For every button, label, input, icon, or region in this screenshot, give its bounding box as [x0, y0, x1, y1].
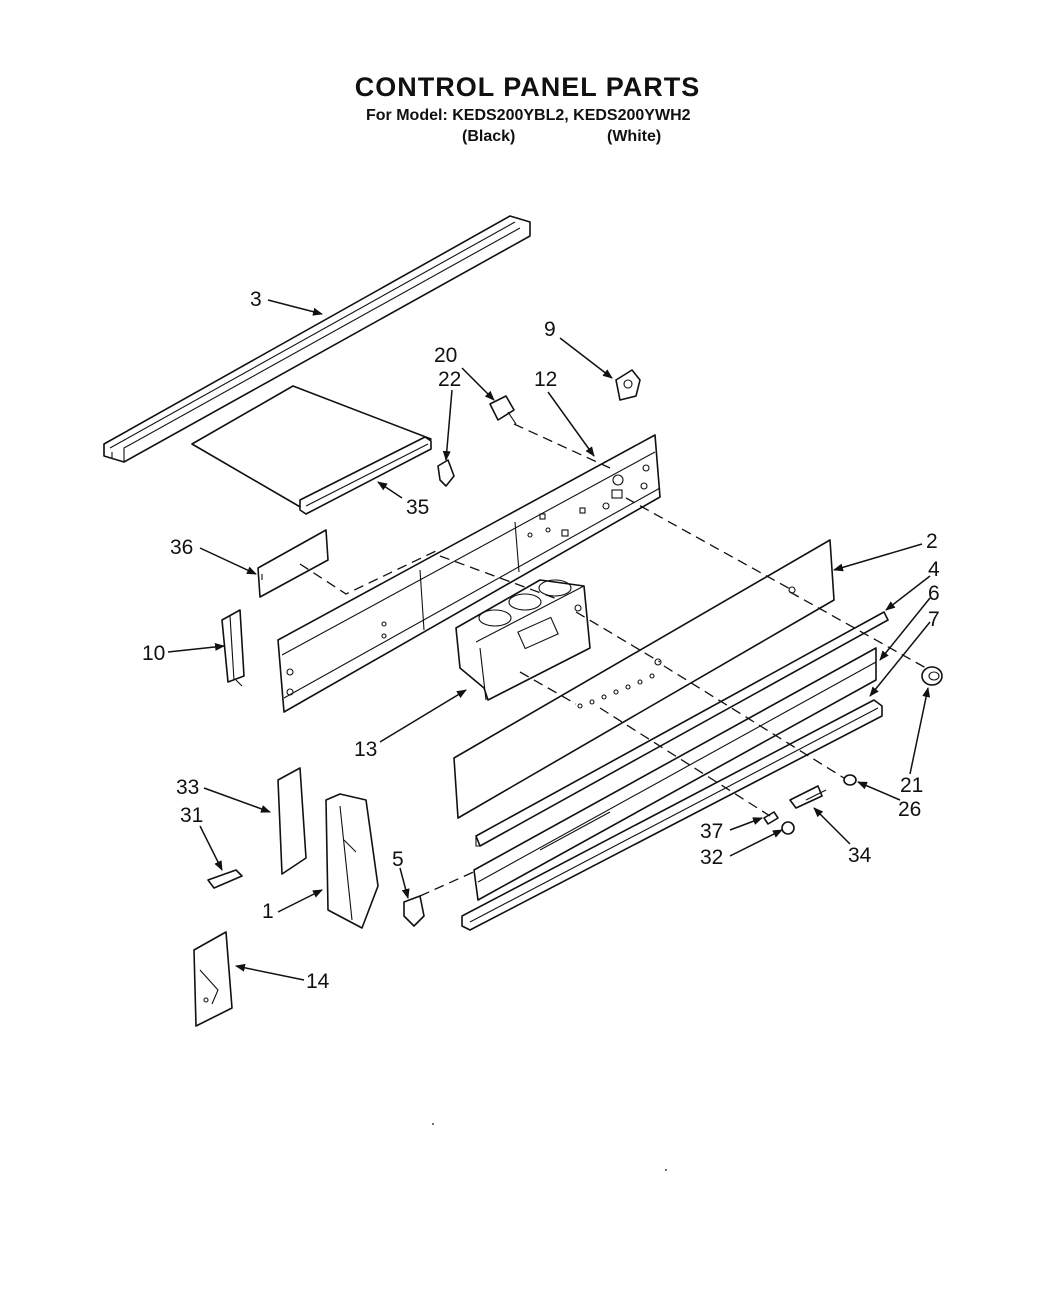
scan-specks — [432, 1123, 667, 1171]
part-5-retainer — [403, 895, 425, 927]
callout-36: 36 — [170, 536, 193, 559]
part-36-plate — [257, 529, 329, 598]
callout-3: 3 — [250, 288, 262, 311]
part-33-side-piece — [277, 767, 307, 875]
callout-12: 12 — [534, 368, 557, 391]
callout-21: 21 — [900, 774, 923, 797]
part-10-bracket — [221, 609, 245, 687]
part-35-insulation-sheet — [191, 385, 432, 515]
callout-14: 14 — [306, 970, 330, 993]
part-14-side-bracket — [193, 931, 233, 1027]
callout-35: 35 — [406, 496, 429, 519]
callout-34: 34 — [848, 844, 872, 867]
callout-6: 6 — [928, 582, 940, 605]
part-21-knob — [921, 666, 943, 686]
callout-leaders — [167, 299, 931, 981]
part-13-electronic-control — [455, 579, 591, 701]
part-4-trim-strip — [475, 611, 889, 847]
callout-32: 32 — [700, 846, 723, 869]
callout-2: 2 — [926, 530, 938, 553]
part-6-lower-trim — [473, 647, 877, 901]
callout-33: 33 — [176, 776, 199, 799]
callout-numbers: 3 9 20 22 12 35 36 2 4 6 7 10 13 21 26 3… — [142, 288, 940, 993]
callout-4: 4 — [928, 558, 940, 581]
part-20-switch — [489, 395, 517, 425]
callout-10: 10 — [142, 642, 165, 665]
callout-22: 22 — [438, 368, 461, 391]
part-31-clip — [207, 869, 243, 889]
callout-1: 1 — [262, 900, 274, 923]
part-7-bottom-rail — [461, 699, 883, 931]
model-subtitle: For Model: KEDS200YBL2, KEDS200YWH2 — [366, 107, 691, 124]
callout-7: 7 — [928, 608, 940, 631]
callout-31: 31 — [180, 804, 203, 827]
part-12-control-bracket — [277, 434, 661, 713]
variant-white-label: (White) — [607, 128, 662, 145]
part-34-bracket — [789, 785, 827, 809]
part-1-end-cap — [325, 793, 379, 929]
part-2-panel-overlay — [453, 539, 835, 819]
callout-20: 20 — [434, 344, 457, 367]
part-9-clip — [615, 369, 641, 401]
callout-26: 26 — [898, 798, 921, 821]
callout-13: 13 — [354, 738, 377, 761]
part-22-clip — [437, 459, 455, 487]
callout-5: 5 — [392, 848, 404, 871]
variant-black-label: (Black) — [462, 128, 516, 145]
part-26-small-knob — [843, 774, 857, 786]
diagram-title: CONTROL PANEL PARTS — [354, 72, 701, 102]
callout-9: 9 — [544, 318, 556, 341]
part-3-top-trim — [103, 215, 531, 463]
part-37-32-button — [763, 811, 795, 835]
callout-37: 37 — [700, 820, 723, 843]
